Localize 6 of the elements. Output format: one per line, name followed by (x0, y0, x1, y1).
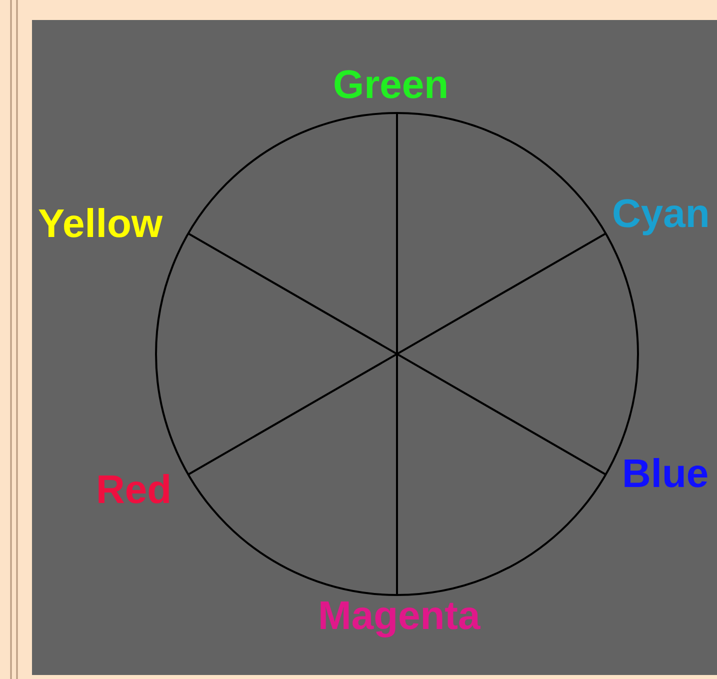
color-label: Yellow (38, 202, 162, 246)
color-label: Red (96, 468, 172, 512)
color-label: Green (333, 63, 449, 107)
color-label: Magenta (318, 594, 480, 638)
color-label: Blue (622, 452, 709, 496)
color-label: Cyan (612, 192, 710, 236)
